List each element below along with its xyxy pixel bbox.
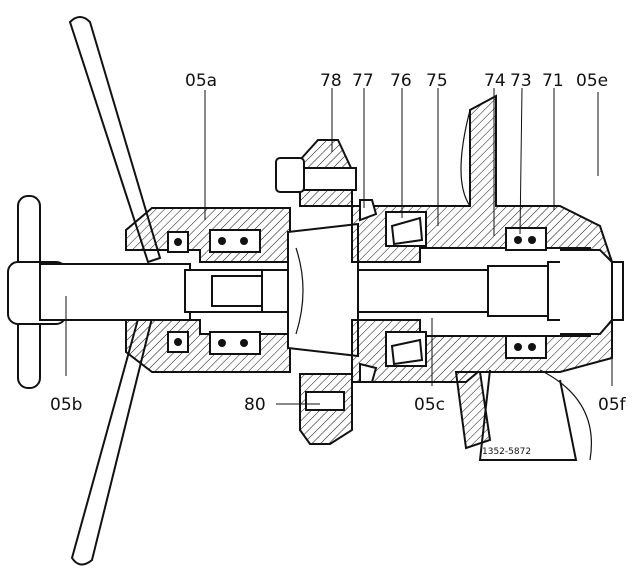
bracket — [478, 369, 592, 461]
label-78: 78 — [320, 71, 342, 91]
label-05c: 05c — [414, 395, 445, 415]
label-05e: 05e — [576, 71, 608, 91]
tool-housing-left — [125, 207, 291, 373]
spindle — [184, 261, 624, 321]
label-74: 74 — [484, 71, 506, 91]
bearing-73 — [505, 227, 547, 251]
label-05b: 05b — [50, 395, 82, 415]
end-cap — [560, 249, 613, 335]
label-77: 77 — [352, 71, 374, 91]
label-05f: 05f — [598, 395, 627, 415]
bearing-76-lower — [385, 331, 427, 367]
bearing-76 — [385, 211, 427, 247]
tommy-bar — [68, 16, 162, 566]
flange — [275, 139, 357, 445]
label-73: 73 — [510, 71, 532, 91]
adapter-cone — [287, 222, 359, 358]
label-75: 75 — [426, 71, 448, 91]
label-80: 80 — [244, 395, 266, 415]
figure-code: 1352-5872 — [482, 447, 531, 457]
label-71: 71 — [542, 71, 564, 91]
bearing-73-lower — [505, 335, 547, 359]
label-76: 76 — [390, 71, 412, 91]
leader-lines — [65, 87, 613, 405]
label-05a: 05a — [185, 71, 217, 91]
